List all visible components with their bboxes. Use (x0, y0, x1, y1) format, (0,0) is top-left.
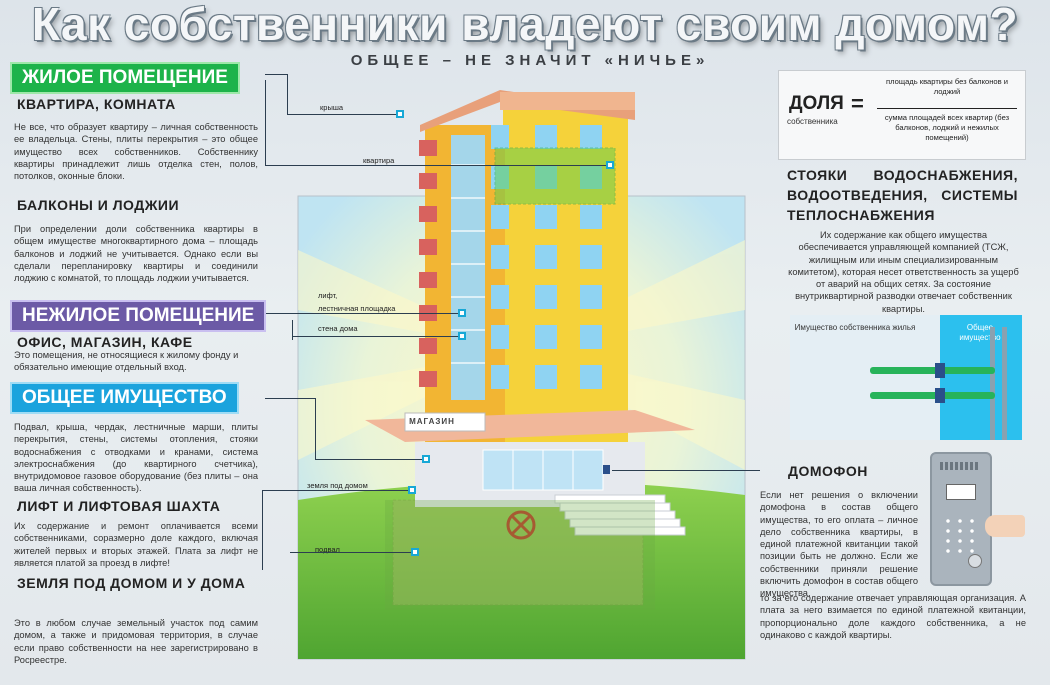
heading-elevator: ЛИФТ И ЛИФТОВАЯ ШАХТА (17, 498, 221, 514)
land-marker (408, 486, 416, 494)
heading-land: ЗЕМЛЯ ПОД ДОМОМ И У ДОМА (17, 575, 246, 591)
basement-symbol (506, 510, 536, 540)
wall-marker (458, 332, 466, 340)
heading-office: ОФИС, МАГАЗИН, КАФЕ (17, 334, 193, 350)
pipe-owner-label: Имущество собственника жилья (794, 323, 916, 332)
label-elevator: лифт, (318, 291, 338, 300)
text-risers: Их содержание как общего имущества обесп… (788, 230, 1019, 314)
shop-marker (422, 455, 430, 463)
apartment-marker (606, 161, 614, 169)
pipe-diagram: Имущество собственника жилья Общее имуще… (790, 315, 1022, 440)
formula-numerator: площадь квартиры без балконов и лоджий (885, 77, 1009, 96)
building-illustration (297, 90, 746, 660)
label-land: земля под домом (307, 481, 368, 490)
formula-denominator: сумма площадей всех квартир (без балконо… (884, 113, 1010, 142)
formula-label: ДОЛЯ (789, 93, 844, 114)
share-formula: ДОЛЯ собственника = площадь квартиры без… (778, 70, 1026, 160)
shop-sign: МАГАЗИН (409, 417, 455, 426)
page-subtitle: ОБЩЕЕ – НЕ ЗНАЧИТ «НИЧЬЕ» (350, 52, 710, 69)
label-roof: крыша (320, 103, 344, 112)
text-intercom-2: то за его содержание отвечает управляюща… (760, 593, 1026, 640)
label-basement: подвал (315, 545, 340, 554)
text-office: Это помещения, не относящиеся к жилому ф… (14, 350, 239, 373)
heading-apartment: КВАРТИРА, КОМНАТА (17, 96, 176, 112)
finger-icon (985, 515, 1025, 537)
text-land: Это в любом случае земельный участок под… (14, 618, 258, 665)
heading-balconies: БАЛКОНЫ И ЛОДЖИИ (17, 197, 180, 213)
intercom-icon (930, 452, 992, 586)
page-title: Как собственники владеют своим домом? (31, 0, 1019, 50)
heading-intercom: ДОМОФОН (788, 463, 868, 479)
badge-residential: ЖИЛОЕ ПОМЕЩЕНИЕ (10, 62, 240, 94)
text-intercom-1: Если нет решения о включении домофона в … (760, 490, 918, 599)
badge-common: ОБЩЕЕ ИМУЩЕСТВО (10, 382, 239, 414)
formula-sublabel: собственника (787, 117, 838, 126)
formula-equals: = (851, 91, 864, 116)
text-common: Подвал, крыша, чердак, лестничные марши,… (14, 422, 258, 494)
stair-glass (451, 135, 485, 400)
stair-marker (458, 309, 466, 317)
label-apartment: квартира (363, 156, 395, 165)
label-wall: стена дома (318, 324, 358, 333)
label-stairwell: лестничная площадка (318, 304, 396, 313)
pipe-common-label: Общее имущество (959, 323, 1001, 342)
text-apartment: Не все, что образует квартиру – личная с… (14, 122, 258, 182)
badge-nonresidential: НЕЖИЛОЕ ПОМЕЩЕНИЕ (10, 300, 267, 332)
text-balconies: При определении доли собственника кварти… (14, 224, 258, 284)
roof-marker (396, 110, 404, 118)
heading-risers: СТОЯКИ ВОДОСНАБЖЕНИЯ, ВОДООТВЕДЕНИЯ, СИС… (787, 167, 1018, 223)
text-elevator: Их содержание и ремонт оплачивается всем… (14, 521, 258, 568)
basement-marker (411, 548, 419, 556)
apartment-highlight (494, 147, 616, 205)
